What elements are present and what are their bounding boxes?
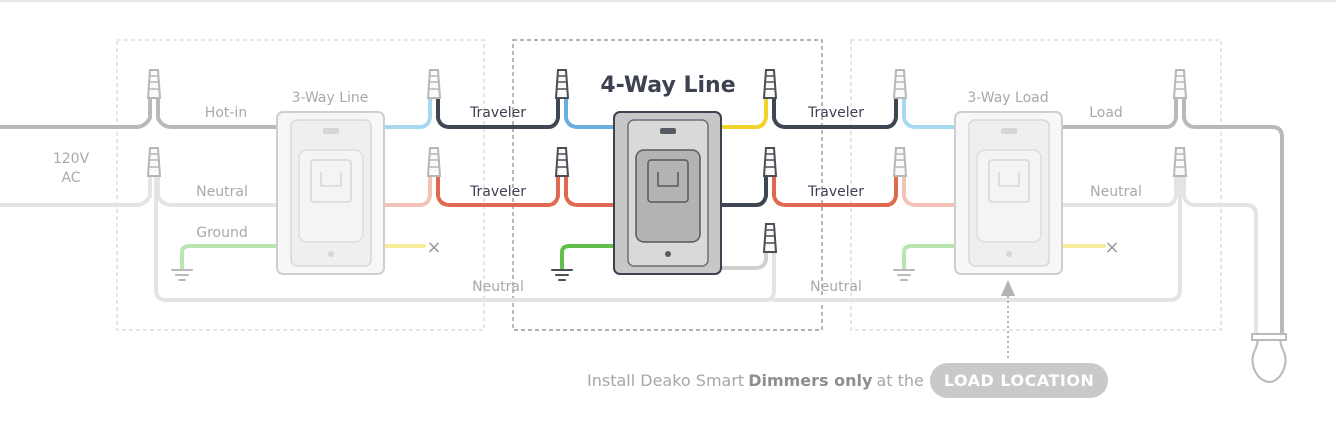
label-load: Load <box>1089 105 1123 121</box>
center-box-title: 4-Way Line <box>600 73 735 98</box>
switch-center <box>613 111 722 275</box>
label-neutral-left: Neutral <box>196 184 248 200</box>
footer-suffix: at the <box>876 370 924 390</box>
label-traveler-top-right: Traveler <box>807 105 864 121</box>
load-location-pill: LOAD LOCATION <box>929 362 1109 398</box>
source-label-line2: AC <box>61 170 80 186</box>
neutral-wire <box>0 174 152 207</box>
right-box-outline <box>850 39 1222 331</box>
left-box-title: 3-Way Line <box>292 90 369 106</box>
left-box-outline <box>116 39 485 331</box>
label-neutral-right-bus: Neutral <box>810 279 862 295</box>
load-location-arrow <box>1001 280 1015 358</box>
hot-wire <box>0 96 152 129</box>
footer-emphasis: Dimmers only <box>748 370 873 390</box>
label-traveler-bottom-right: Traveler <box>807 184 864 200</box>
switch-right <box>954 111 1063 275</box>
light-bulb-icon <box>1251 333 1287 383</box>
right-box-title: 3-Way Load <box>967 90 1048 106</box>
source-label-line1: 120V <box>53 151 90 167</box>
label-hot-in: Hot-in <box>205 105 247 121</box>
switch-left <box>276 111 385 275</box>
cap-left: × <box>426 237 441 258</box>
footer-prefix: Install Deako Smart <box>587 370 745 390</box>
ground-symbol-left <box>171 269 193 281</box>
cap-right: × <box>1104 237 1119 258</box>
label-neutral-center: Neutral <box>472 279 524 295</box>
footer-note: Install Deako Smart Dimmers only at the … <box>587 362 1109 398</box>
label-neutral-right: Neutral <box>1090 184 1142 200</box>
label-traveler-top-left: Traveler <box>469 105 526 121</box>
center-box-outline <box>512 39 823 331</box>
ground-symbol-center <box>551 269 573 281</box>
label-traveler-bottom-left: Traveler <box>469 184 526 200</box>
ground-symbol-right <box>893 269 915 281</box>
label-ground-left: Ground <box>196 225 248 241</box>
